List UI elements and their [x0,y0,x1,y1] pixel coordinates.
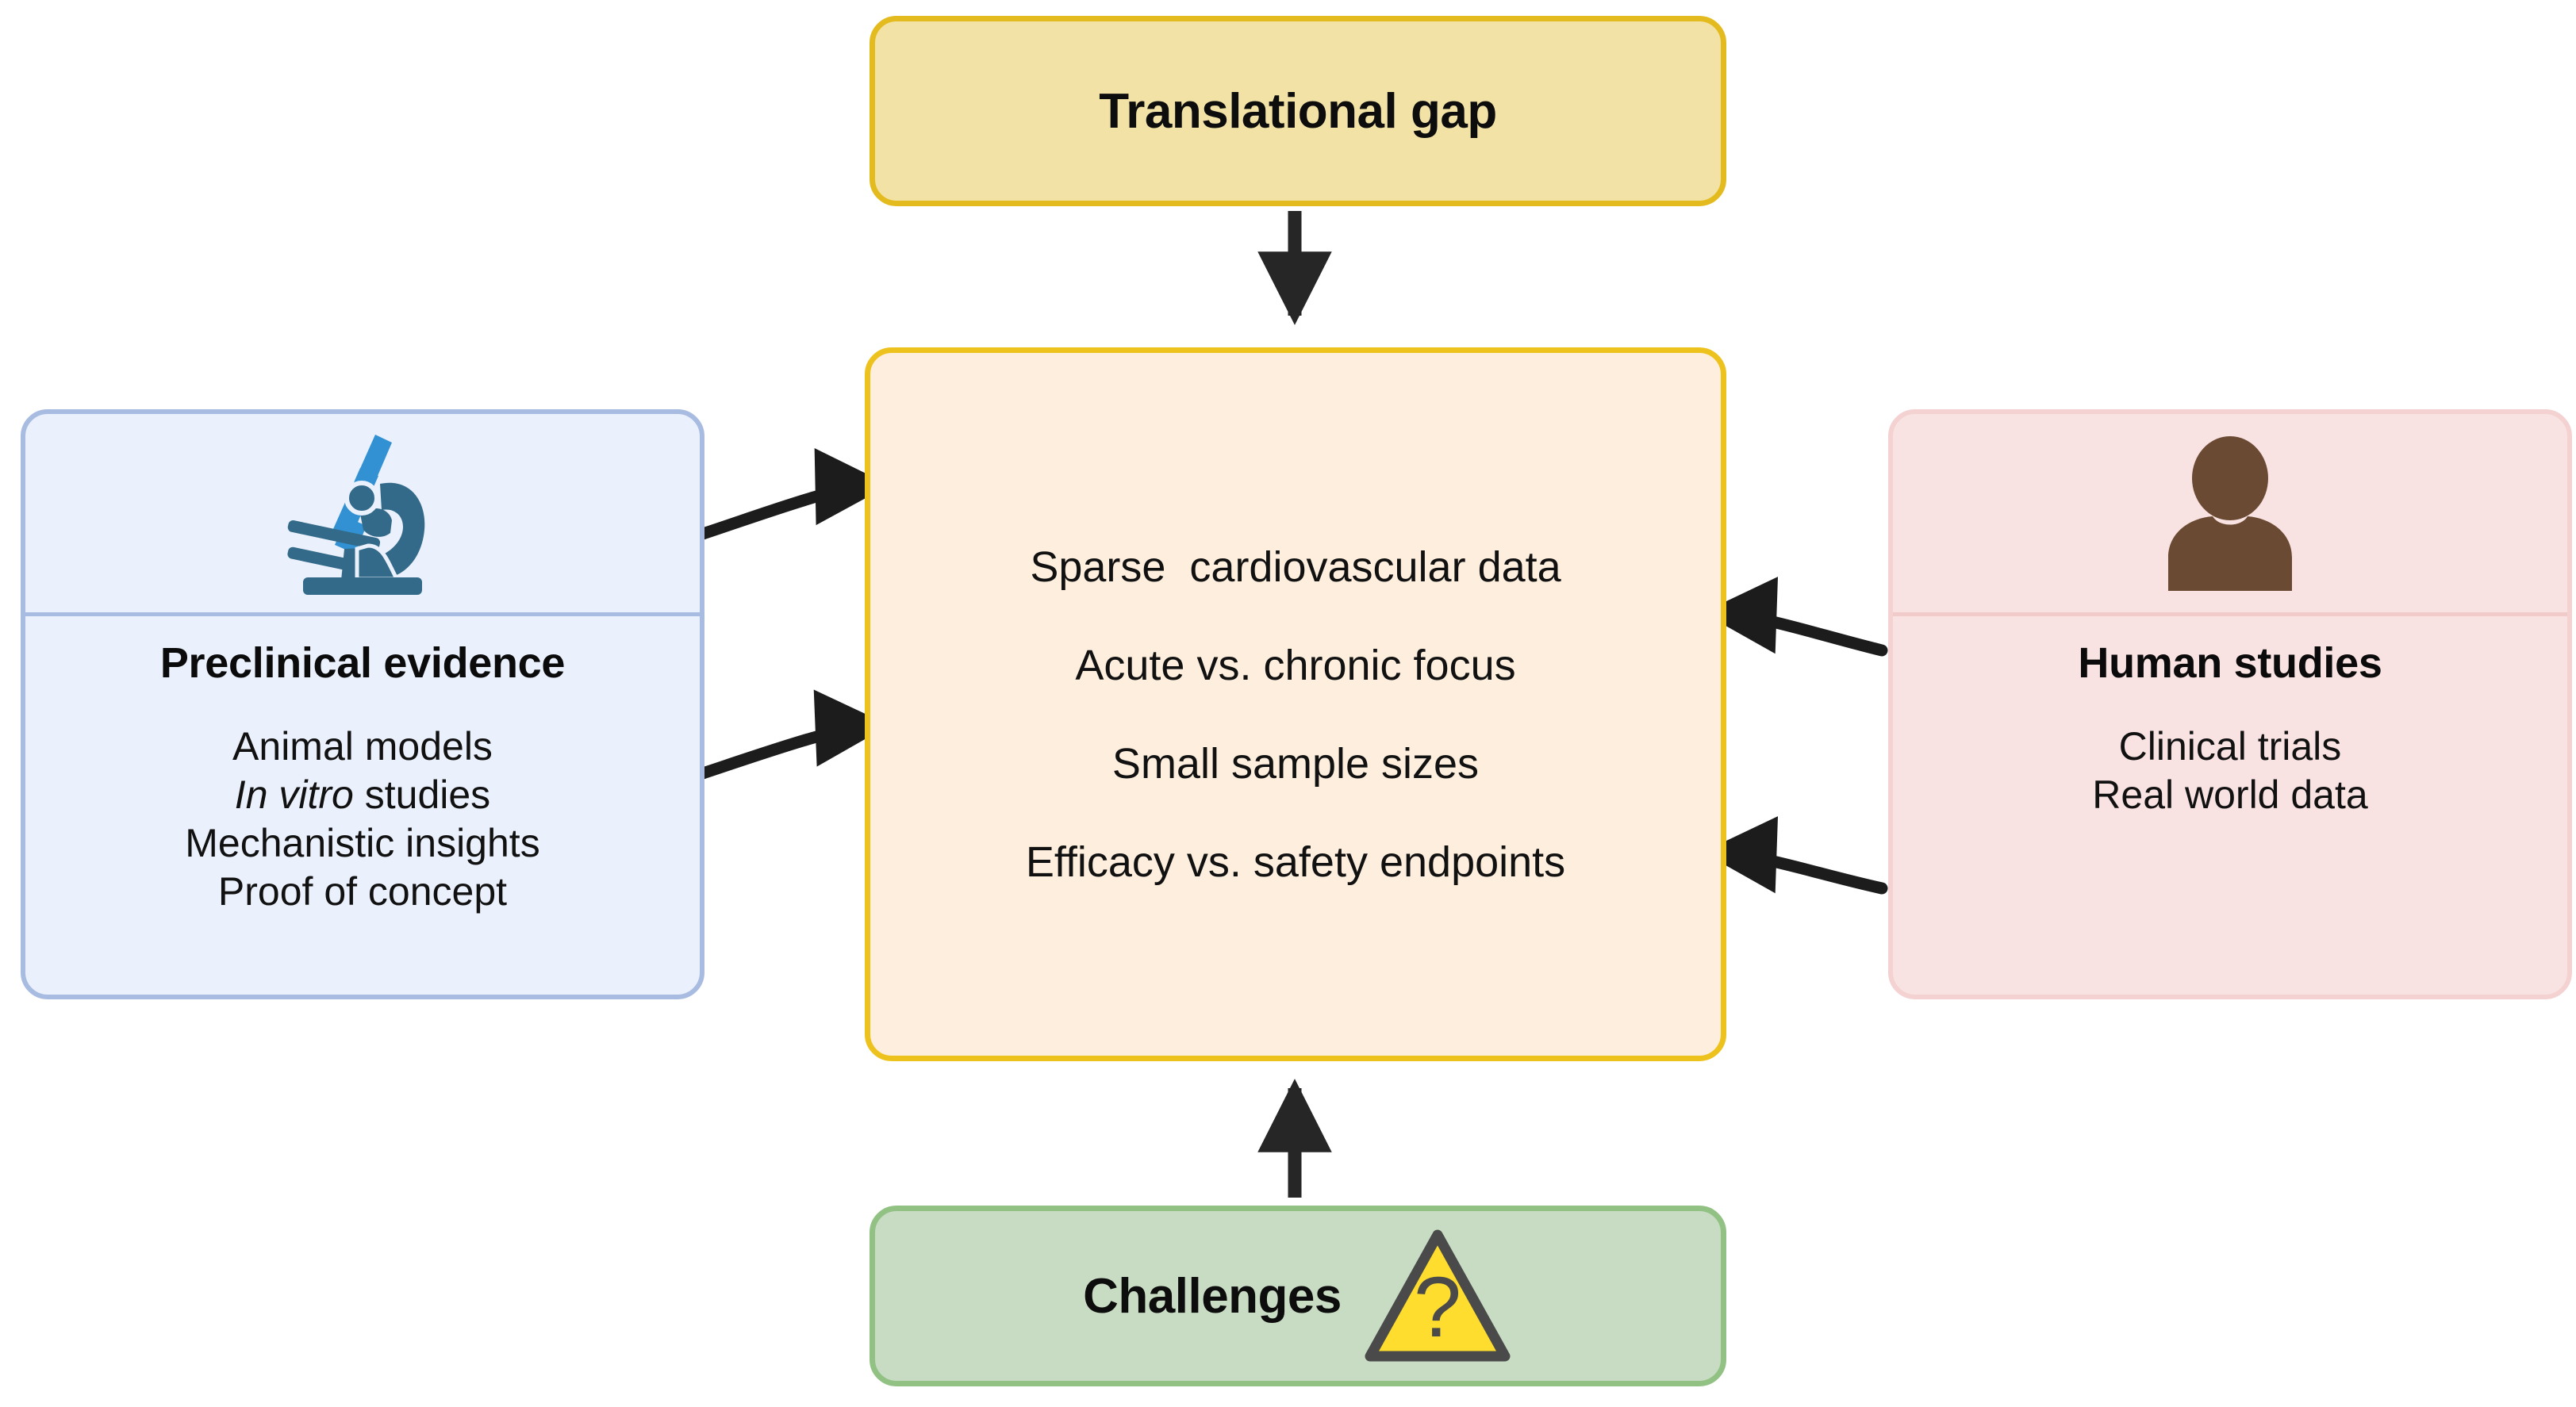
human-icon-area [1893,414,2567,616]
list-item-emphasis: In vitro [234,773,354,817]
list-item-rest: studies [353,773,491,817]
center-line-acute-chronic: Acute vs. chronic focus [1075,642,1516,689]
list-item: Proof of concept [217,869,508,914]
svg-text:?: ? [1414,1259,1461,1355]
human-body: Human studies Clinical trials Real world… [1893,616,2567,995]
preclinical-body: Preclinical evidence Animal models In vi… [25,616,700,995]
center-line-sparse-data: Sparse cardiovascular data [1030,543,1561,591]
challenges-label: Challenges [1083,1268,1342,1324]
center-line-efficacy-safety: Efficacy vs. safety endpoints [1025,838,1566,886]
challenges-node[interactable]: Challenges ? [870,1206,1726,1386]
microscope-icon [287,434,425,595]
human-studies-item-list: Clinical trials Real world data [2092,723,2367,819]
preclinical-title: Preclinical evidence [159,639,566,687]
list-item: In vitro studies [185,771,539,819]
list-item: Real world data [2092,773,2368,817]
list-item: Clinical trials [2118,724,2342,769]
preclinical-item-list: Animal models In vitro studies Mechanist… [185,723,539,916]
arrow-human-upper [1702,577,1888,657]
human-studies-node[interactable]: Human studies Clinical trials Real world… [1888,409,2572,999]
human-studies-title: Human studies [2078,639,2382,687]
list-item: Animal models [232,724,493,769]
translational-gap-label: Translational gap [1099,83,1497,139]
person-icon [2168,435,2292,591]
list-item: Mechanistic insights [185,821,540,865]
translational-gap-issues-node[interactable]: Sparse cardiovascular data Acute vs. chr… [865,347,1726,1061]
center-line-sample-sizes: Small sample sizes [1111,740,1480,788]
arrow-human-lower [1702,816,1888,895]
arrow-preclinical-lower [697,689,890,780]
arrow-preclinical-upper [697,447,890,540]
translational-gap-node[interactable]: Translational gap [870,16,1726,206]
preclinical-evidence-node[interactable]: Preclinical evidence Animal models In vi… [21,409,704,999]
warning-question-triangle-icon: ? [1365,1229,1511,1361]
preclinical-icon-area [25,414,700,616]
